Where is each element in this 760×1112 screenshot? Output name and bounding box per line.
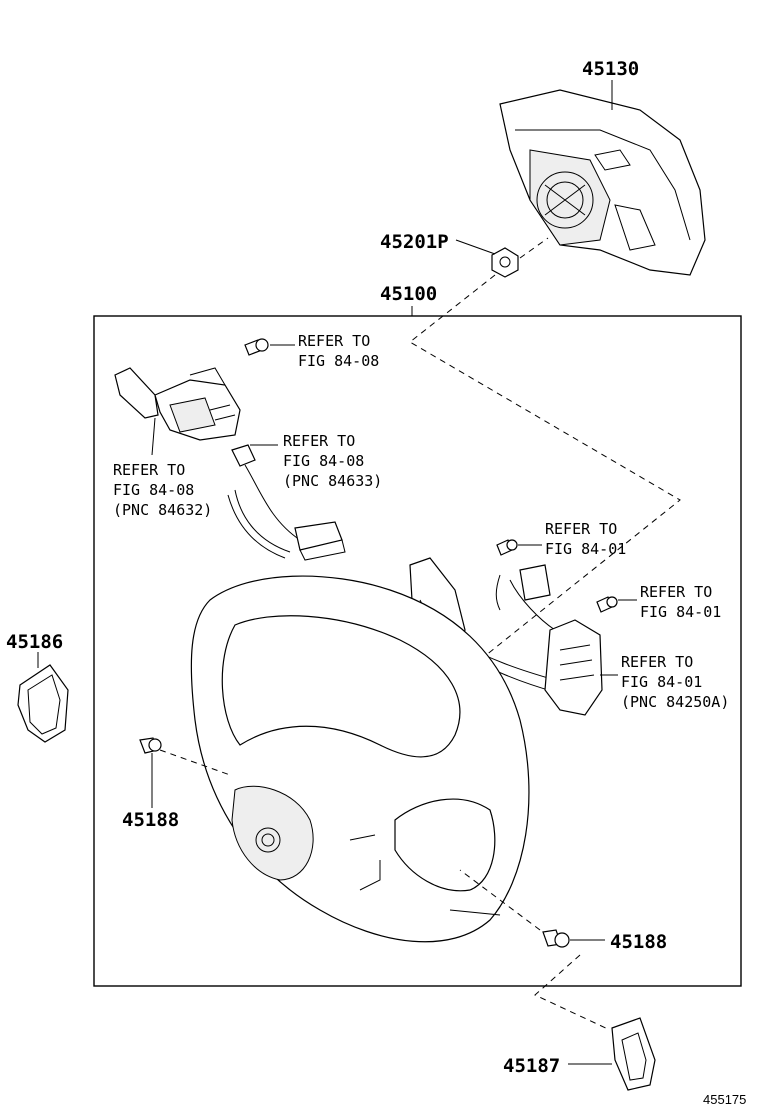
steering-wheel[interactable] xyxy=(190,575,530,943)
ref4-line2: FIG 84-01 xyxy=(545,540,626,558)
ref6-line1: REFER TO xyxy=(621,653,693,671)
ref1-line1: REFER TO xyxy=(298,332,370,350)
screw-right-2[interactable] xyxy=(596,596,618,613)
ref1-line2: FIG 84-08 xyxy=(298,352,379,370)
dashed-line-screw-right xyxy=(459,869,541,931)
part-number-45130[interactable]: 45130 xyxy=(582,58,639,80)
ref6-line3: (PNC 84250A) xyxy=(621,693,729,711)
nut-45201P[interactable] xyxy=(491,247,519,278)
airbag-pad-45130[interactable] xyxy=(499,89,706,276)
wire-harness-84633[interactable] xyxy=(227,444,346,561)
part-number-45187[interactable]: 45187 xyxy=(503,1055,560,1077)
ref2-line3: (PNC 84633) xyxy=(283,472,382,490)
ref6-line2: FIG 84-01 xyxy=(621,673,702,691)
dashed-line-to-45187 xyxy=(534,954,611,1031)
part-number-45188-left[interactable]: 45188 xyxy=(122,809,179,831)
ref2-line1: REFER TO xyxy=(283,432,355,450)
ref3-line1: REFER TO xyxy=(113,461,185,479)
ref5-line1: REFER TO xyxy=(640,583,712,601)
ref2-line2: FIG 84-08 xyxy=(283,452,364,470)
dashed-line-screw-left xyxy=(159,749,231,776)
cover-45187[interactable] xyxy=(611,1017,656,1091)
screw-right-1[interactable] xyxy=(496,539,518,556)
screw-top-left[interactable] xyxy=(244,338,269,356)
part-number-45201P[interactable]: 45201P xyxy=(380,231,449,253)
leader-45201P xyxy=(455,239,496,255)
screw-45188-right[interactable] xyxy=(542,929,570,948)
figure-number: 455175 xyxy=(703,1092,746,1107)
dashed-line-nut-to-pad xyxy=(519,237,549,259)
part-number-45100[interactable]: 45100 xyxy=(380,283,437,305)
dashed-line-assembly-path xyxy=(409,274,681,701)
ref5-line2: FIG 84-01 xyxy=(640,603,721,621)
part-number-45188-right[interactable]: 45188 xyxy=(610,931,667,953)
ref4-line1: REFER TO xyxy=(545,520,617,538)
ref3-line3: (PNC 84632) xyxy=(113,501,212,519)
part-number-45186[interactable]: 45186 xyxy=(6,631,63,653)
screw-45188-left[interactable] xyxy=(139,737,162,754)
ref3-line2: FIG 84-08 xyxy=(113,481,194,499)
paddle-switch-left[interactable] xyxy=(114,367,241,456)
assembly-frame xyxy=(93,315,742,987)
cover-45186[interactable] xyxy=(17,664,69,743)
